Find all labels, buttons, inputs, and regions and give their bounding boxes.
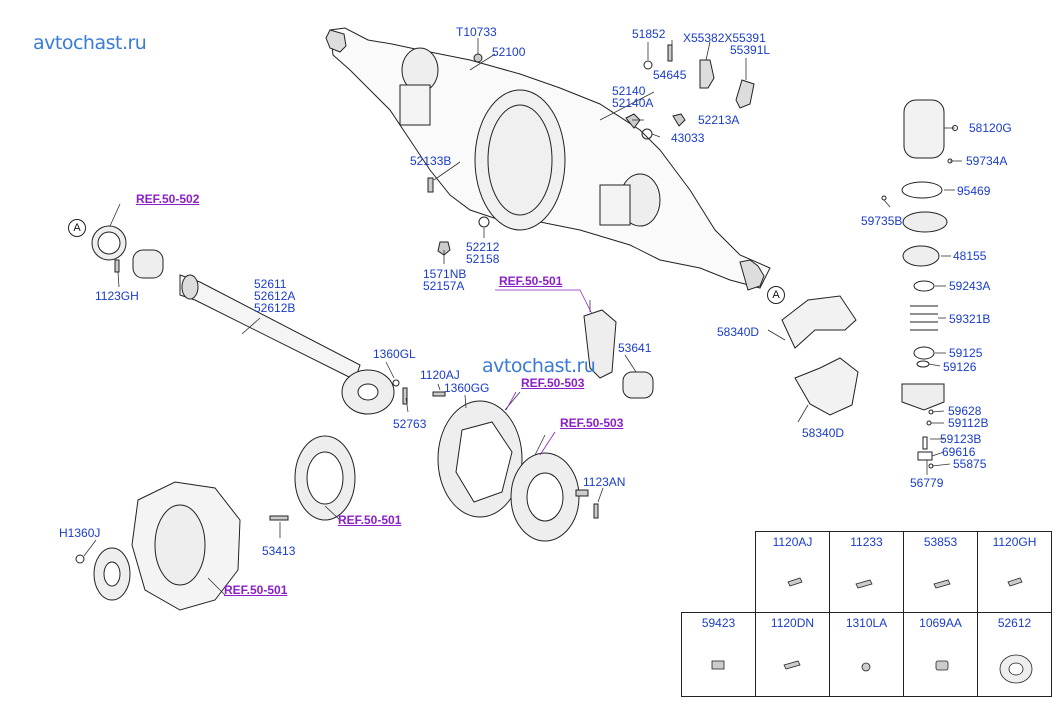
label-55875[interactable]: 55875 [953,457,987,471]
plug-52140 [672,113,686,127]
label-52612a[interactable]: 52612A [254,289,296,303]
label-51852[interactable]: 51852 [632,27,666,41]
label-52140[interactable]: 52140 [612,84,646,98]
label-59243a[interactable]: 59243A [949,279,991,293]
label-52213a[interactable]: 52213A [698,113,740,127]
plug-t10733 [473,53,483,63]
label-52763[interactable]: 52763 [393,417,427,431]
label-1123an[interactable]: 1123AN [583,475,626,489]
watermark-center: avtochast.ru [482,355,596,377]
ref-50-503-a[interactable]: REF.50-503 [521,376,585,390]
label-x55382x55391[interactable]: X55382X55391 [683,31,766,45]
bearing-cylinder [132,249,164,279]
label-h1360j[interactable]: H1360J [59,526,101,540]
label-52158[interactable]: 52158 [466,252,500,266]
label-59321b[interactable]: 59321B [949,312,991,326]
wheel-hub [510,452,580,542]
bolt-52763 [402,387,408,405]
label-69616[interactable]: 69616 [942,445,976,459]
label-54645[interactable]: 54645 [653,68,687,82]
label-t10733[interactable]: T10733 [456,25,497,39]
pin-59423 [575,489,589,497]
axle-shaft [179,274,395,415]
label-59125[interactable]: 59125 [949,346,983,360]
oring-h1360j [75,554,85,564]
bolt-1123an [593,503,599,519]
label-58120g[interactable]: 58120G [969,121,1012,135]
label-52212[interactable]: 52212 [466,240,500,254]
bearing-53641 [622,371,654,399]
label-52157a[interactable]: 52157A [423,279,465,293]
bolt-54645 [667,44,673,62]
backing-plate [437,400,523,518]
washer-1360gl [392,379,400,387]
watermark-bottom-right: avtochast.ru [913,672,1027,694]
label-52140a[interactable]: 52140A [612,96,654,110]
label-59123b[interactable]: 59123B [940,432,982,446]
label-55391l[interactable]: 55391L [730,43,771,57]
label-58340d-bottom[interactable]: 58340D [802,426,845,440]
watermark-top-left: avtochast.ru [33,32,147,54]
washer-52212 [478,216,490,228]
brake-anchor [583,309,617,379]
air-chamber-stack [881,99,958,469]
label-1571nb[interactable]: 1571NB [423,267,467,281]
marker-a-right: A [767,286,785,304]
brake-shoe-lower [794,357,859,416]
label-48155[interactable]: 48155 [953,249,987,263]
label-52133b[interactable]: 52133B [410,154,452,168]
brake-shoe-upper [781,295,857,349]
label-1360gl[interactable]: 1360GL [373,347,416,361]
label-59734a[interactable]: 59734A [966,154,1008,168]
label-53641[interactable]: 53641 [618,341,652,355]
ref-pointers [495,289,593,456]
label-52611[interactable]: 52611 [254,277,287,291]
marker-a-left: A [68,219,86,237]
bolt-53413 [269,515,289,521]
washer-51852 [643,60,653,70]
ref-50-501-bottom[interactable]: REF.50-501 [224,583,288,597]
ref-50-501-mid[interactable]: REF.50-501 [338,513,402,527]
label-59112b[interactable]: 59112B [948,416,989,430]
bolt-1123gh [114,259,120,273]
plug-1571nb [437,241,451,256]
label-59735b[interactable]: 59735B [861,214,903,228]
label-52100[interactable]: 52100 [492,45,526,59]
differential-carrier [131,481,241,611]
label-52612b[interactable]: 52612B [254,301,296,315]
label-56779[interactable]: 56779 [910,476,944,490]
label-1120aj[interactable]: 1120AJ [420,368,460,382]
ref-50-501-top[interactable]: REF.50-501 [499,274,563,288]
bolt-1120aj [432,391,446,397]
label-53413[interactable]: 53413 [262,544,296,558]
leader-lines [83,38,962,596]
differential-cover [294,435,356,521]
label-58340d-top[interactable]: 58340D [717,325,760,339]
label-43033[interactable]: 43033 [671,131,705,145]
ref-50-502[interactable]: REF.50-502 [136,192,200,206]
clip-55391l [735,79,755,109]
label-1123gh[interactable]: 1123GH [95,289,139,303]
bolt-52133b [427,177,434,193]
clip-x55382 [699,59,715,89]
pinion-flange [93,547,131,601]
label-1360gg[interactable]: 1360GG [444,381,490,395]
label-95469[interactable]: 95469 [957,184,991,198]
ref-50-503-b[interactable]: REF.50-503 [560,416,624,430]
label-59628[interactable]: 59628 [948,404,982,418]
label-59126[interactable]: 59126 [943,360,977,374]
axle-housing [325,27,771,291]
